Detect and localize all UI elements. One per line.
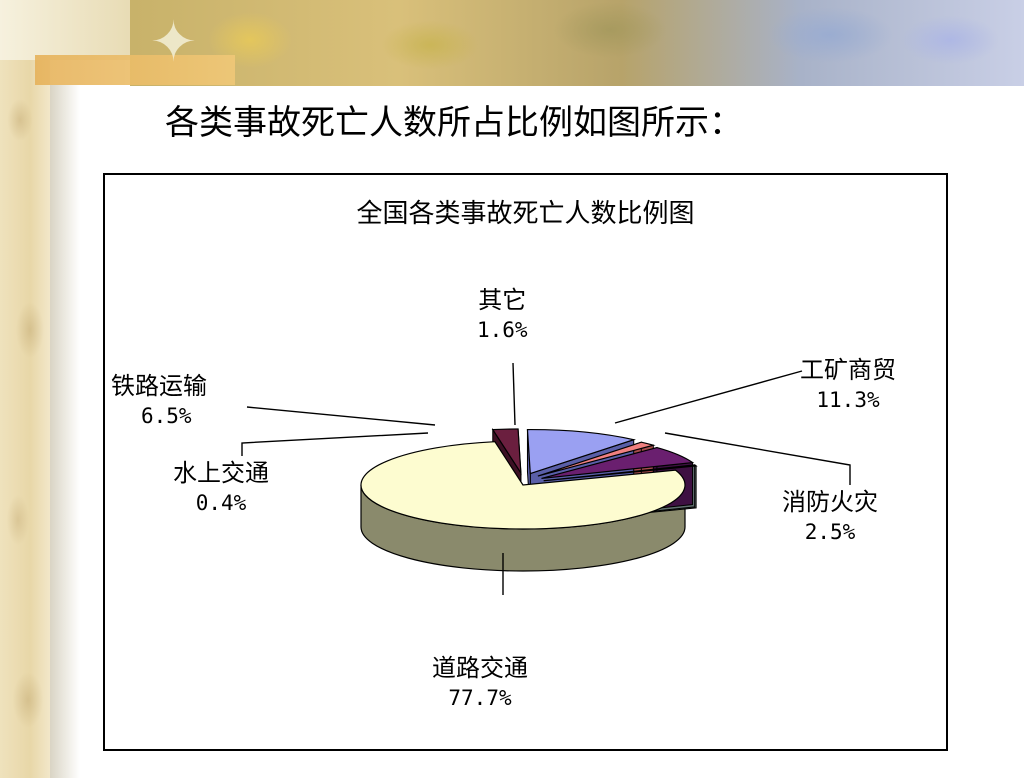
leader-line-5 (664, 432, 851, 485)
label-water-traffic: 水上交通 0.4% (173, 458, 269, 518)
top-decorative-banner (130, 0, 1024, 86)
label-fire: 消防火灾 2.5% (782, 487, 878, 547)
pie-chart (241, 362, 851, 595)
pie-slice-2 (541, 446, 695, 480)
leader-line-1 (241, 432, 429, 456)
pie-slice-4 (526, 428, 636, 475)
label-value: 1.6% (477, 318, 528, 342)
pie-slice-1 (543, 464, 698, 482)
leaf-icon: ✦ (150, 10, 197, 75)
label-name: 其它 (478, 286, 527, 314)
left-decorative-strip (0, 0, 50, 778)
chart-title: 全国各类事故死亡人数比例图 (356, 199, 695, 229)
left-shadow (50, 85, 80, 778)
banner-orange-strip (35, 55, 235, 85)
label-value: 2.5% (804, 520, 856, 544)
pie-slice-0 (360, 441, 686, 530)
label-value: 6.5% (141, 404, 192, 428)
label-name: 消防火灾 (782, 488, 878, 516)
label-mining-commerce: 工矿商贸 11.3% (800, 355, 896, 415)
label-name: 水上交通 (173, 459, 269, 487)
label-other: 其它 1.6% (477, 285, 528, 345)
label-value: 11.3% (816, 388, 880, 412)
leader-line-3 (512, 362, 516, 426)
label-value: 0.4% (195, 491, 247, 515)
leader-line-2 (246, 406, 436, 426)
pie-slice-5 (491, 428, 522, 476)
label-railway: 铁路运输 6.5% (111, 371, 207, 431)
label-name: 铁路运输 (111, 372, 207, 400)
label-name: 道路交通 (432, 654, 528, 682)
banner-fade (0, 0, 130, 60)
chart-container: 全国各类事故死亡人数比例图 道路交通 77.7% 水上交通 0.4% 铁路运输 … (103, 173, 948, 751)
slide-heading: 各类事故死亡人数所占比例如图所示： (165, 103, 743, 143)
pie-slice-3 (537, 441, 656, 477)
label-road-traffic: 道路交通 77.7% (432, 653, 528, 713)
leader-line-4 (614, 370, 803, 424)
label-name: 工矿商贸 (800, 356, 896, 384)
label-value: 77.7% (448, 686, 512, 710)
